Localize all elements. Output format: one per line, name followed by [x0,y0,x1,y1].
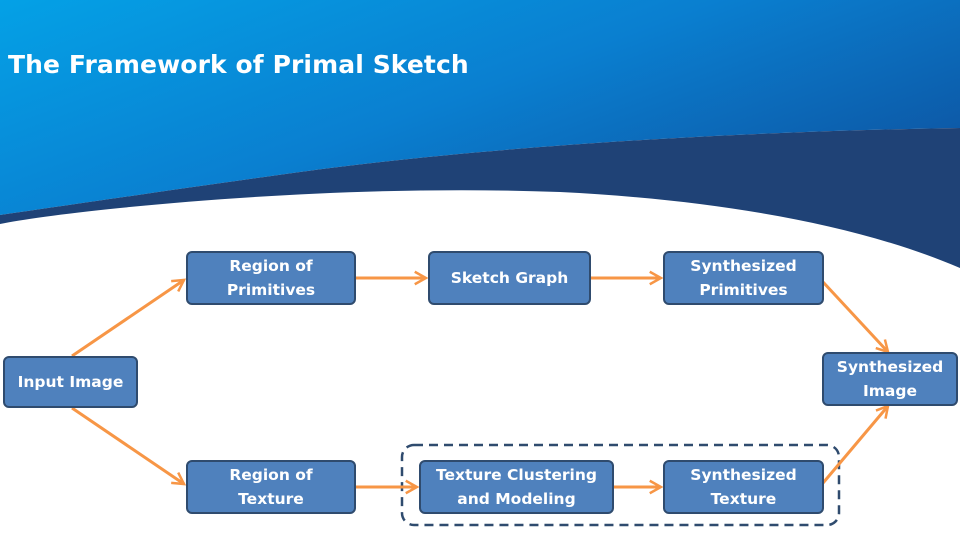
node-region-of-primitives: Region of Primitives [186,251,356,305]
texture-group-frame [400,443,841,527]
node-region-of-texture: Region of Texture [186,460,356,514]
edge-synth-primitives-to-synth-image [821,280,888,352]
header-navy-band [0,128,960,268]
node-input-image: Input Image [3,356,138,408]
node-synthesized-image: Synthesized Image [822,352,958,406]
edge-synth-texture-to-synth-image [821,406,888,484]
node-synthesized-primitives: Synthesized Primitives [663,251,824,305]
edge-input-to-region-texture [71,406,184,484]
slide-title: The Framework of Primal Sketch [8,50,469,79]
node-sketch-graph: Sketch Graph [428,251,591,305]
node-synthesized-texture: Synthesized Texture [663,460,824,514]
node-texture-clustering: Texture Clustering and Modeling [419,460,614,514]
edge-input-to-region-primitives [71,280,184,358]
header-gradient [0,0,960,215]
